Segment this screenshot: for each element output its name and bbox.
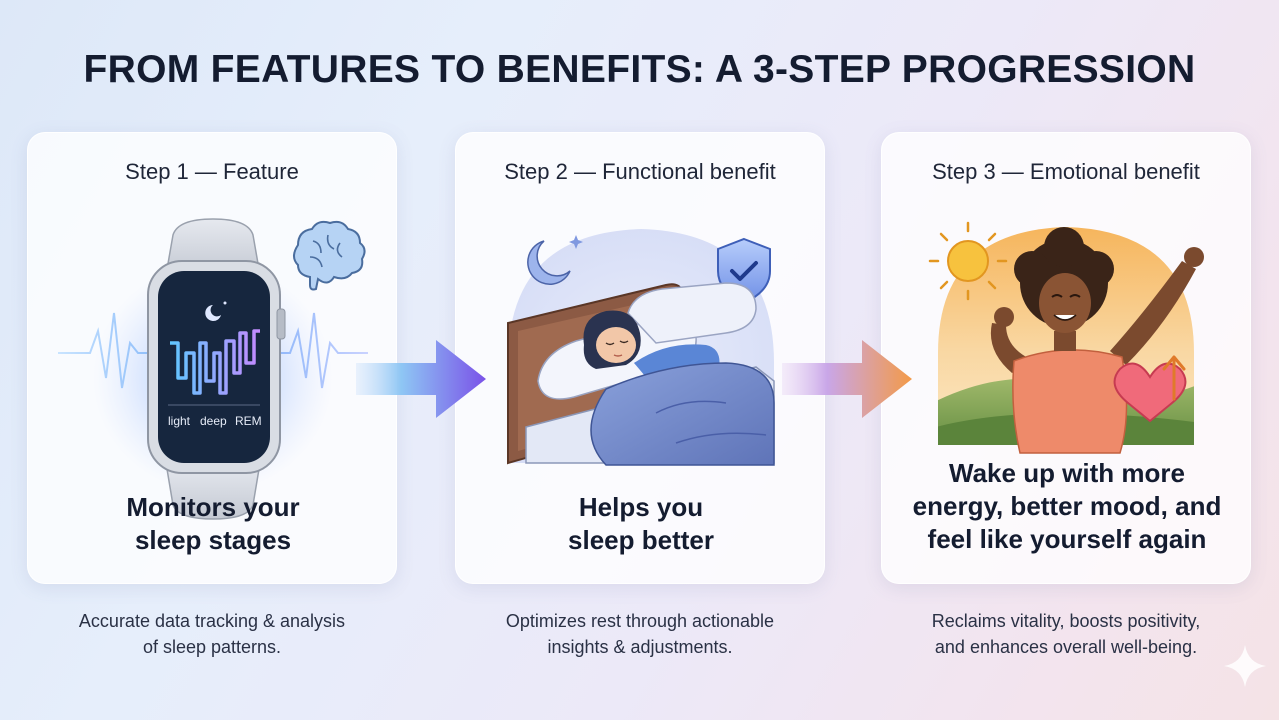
moon-icon: [205, 305, 221, 321]
brain-icon: [293, 220, 366, 291]
step-3-description: Reclaims vitality, boosts positivity, an…: [881, 608, 1251, 660]
step-3-benefit: Wake up with more energy, better mood, a…: [892, 457, 1242, 556]
step-1-illustration: light deep REM: [58, 218, 368, 520]
watch-label-deep: deep: [200, 414, 227, 428]
blanket: [590, 362, 775, 466]
step-2-label: Step 2 — Functional benefit: [504, 159, 776, 184]
watch-label-light: light: [168, 414, 191, 428]
step-1-description-line-2: of sleep patterns.: [142, 637, 282, 657]
step-2-description: Optimizes rest through actionable insigh…: [455, 608, 825, 660]
step-1-description: Accurate data tracking & analysis of sle…: [27, 608, 397, 660]
sun-icon: [928, 221, 1008, 301]
step-3-benefit-line-3: feel like yourself again: [927, 524, 1207, 554]
step-1-label: Step 1 — Feature: [125, 159, 299, 184]
step-1-benefit: Monitors your sleep stages: [38, 491, 388, 557]
sparkle-icon: [1224, 645, 1266, 687]
step-3-description-line-2: and enhances overall well-being.: [934, 637, 1198, 657]
step-1-benefit-line-1: Monitors your: [126, 492, 300, 522]
right-arrow-icon: [356, 340, 486, 418]
step-2-illustration: [507, 229, 775, 466]
step-2-benefit-line-1: Helps you: [578, 492, 704, 522]
sleep-stage-graph: [170, 329, 260, 395]
page-title: FROM FEATURES TO BENEFITS: A 3-STEP PROG…: [83, 48, 1196, 91]
step-1-benefit-line-2: sleep stages: [134, 525, 292, 555]
moon-icon: [527, 240, 571, 285]
woman-stretching-icon: [990, 227, 1204, 454]
step-3-benefit-line-2: energy, better mood, and: [912, 491, 1222, 521]
step-2-description-line-1: Optimizes rest through actionable: [505, 611, 775, 631]
step-2-card: Step 2 — Functional benefit: [455, 132, 825, 584]
step-2-description-line-2: insights & adjustments.: [547, 637, 733, 657]
step-3-label: Step 3 — Emotional benefit: [932, 159, 1200, 184]
right-arrow-icon: [782, 340, 912, 418]
pillow-back: [627, 282, 757, 344]
step-3-card: Step 3 — Emotional benefit: [881, 132, 1251, 584]
step-1-card: Step 1 — Feature: [27, 132, 397, 584]
step-2-benefit: Helps you sleep better: [466, 491, 816, 557]
step-3-benefit-line-1: Wake up with more: [949, 458, 1185, 488]
step-3-illustration: [928, 221, 1204, 454]
step-1-description-line-1: Accurate data tracking & analysis: [78, 611, 346, 631]
watch-band-bottom: [165, 462, 261, 520]
step-2-benefit-line-2: sleep better: [568, 525, 714, 555]
step-3-description-line-1: Reclaims vitality, boosts positivity,: [931, 611, 1201, 631]
watch-label-rem: REM: [235, 414, 262, 428]
heart-up-icon: [1113, 355, 1187, 423]
